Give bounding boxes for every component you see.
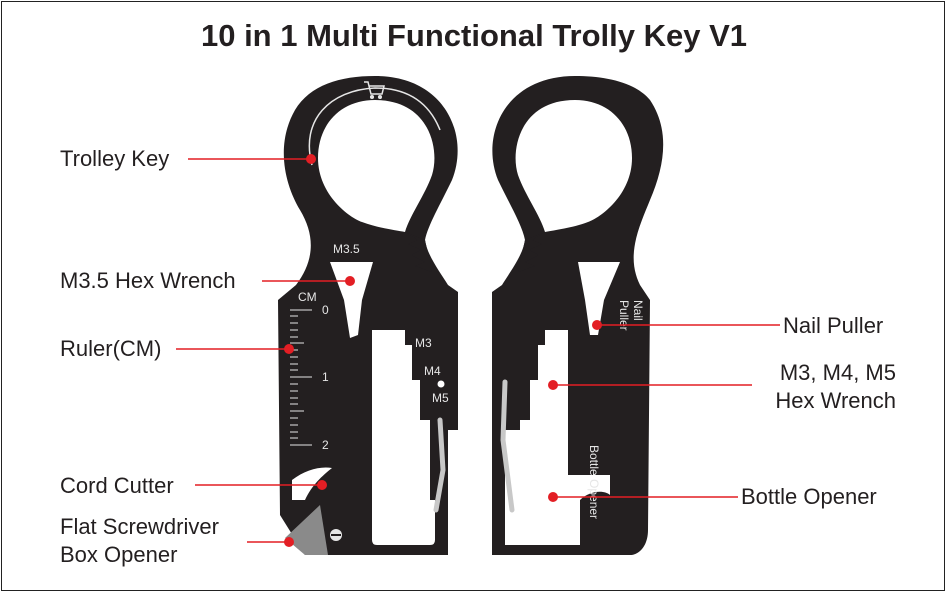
left-leaders [176,158,350,543]
m4-mark: M4 [424,364,441,378]
diagram-title: 10 in 1 Multi Functional Trolly Key V1 [200,18,748,53]
left-key [278,76,458,555]
label-hex-m3m4m5-line2: Hex Wrench [775,388,896,413]
cm-mark: CM [298,290,317,304]
ruler-2-mark: 2 [322,438,329,452]
label-trolley-key: Trolley Key [60,146,169,171]
m5-mark: M5 [432,391,449,405]
m4-hole [437,380,445,388]
left-key-body [278,76,458,555]
label-cord-cutter: Cord Cutter [60,473,174,498]
left-hook-teeth [405,232,432,272]
trolley-key-arc [308,87,441,166]
cord-cutter-notch [292,467,332,500]
right-key [492,76,664,555]
hex-m3m4m5-marker [548,380,558,390]
cord-cutter-marker [317,480,327,490]
hex-m35-marker [345,276,355,286]
ruler-marker [284,344,294,354]
screwdriver-blade [285,505,328,555]
right-hook-teeth [518,232,545,272]
ruler-1-mark: 1 [322,370,329,384]
bottle-opener-marker [548,492,558,502]
label-hex-m35: M3.5 Hex Wrench [60,268,236,293]
shopping-cart-icon [364,81,385,100]
ruler-0-mark: 0 [322,303,329,317]
nail-puller-marker [592,320,602,330]
left-markers [284,154,355,547]
bottle-opener-mark: Bottle Opener [587,445,601,519]
label-nail-puller: Nail Puller [783,313,883,338]
label-screwdriver-line1: Flat Screwdriver [60,514,219,539]
nail-puller-notch [578,262,620,335]
nail-mark-line1: Nail [631,300,645,321]
right-wire-gate [500,379,515,513]
m3-mark: M3 [415,336,432,350]
label-screwdriver-line2: Box Opener [60,542,177,567]
m35-mark: M3.5 [333,242,360,256]
label-bottle-opener: Bottle Opener [741,484,877,509]
trolley-key-marker [306,154,316,164]
right-markers [548,320,602,502]
screwdriver-marker [284,537,294,547]
label-hex-m3m4m5-line1: M3, M4, M5 [780,360,896,385]
nail-mark-line2: Puller [617,300,631,331]
left-wire-gate [433,417,446,513]
label-ruler: Ruler(CM) [60,336,161,361]
right-key-body [492,76,664,555]
right-leaders [553,324,780,498]
